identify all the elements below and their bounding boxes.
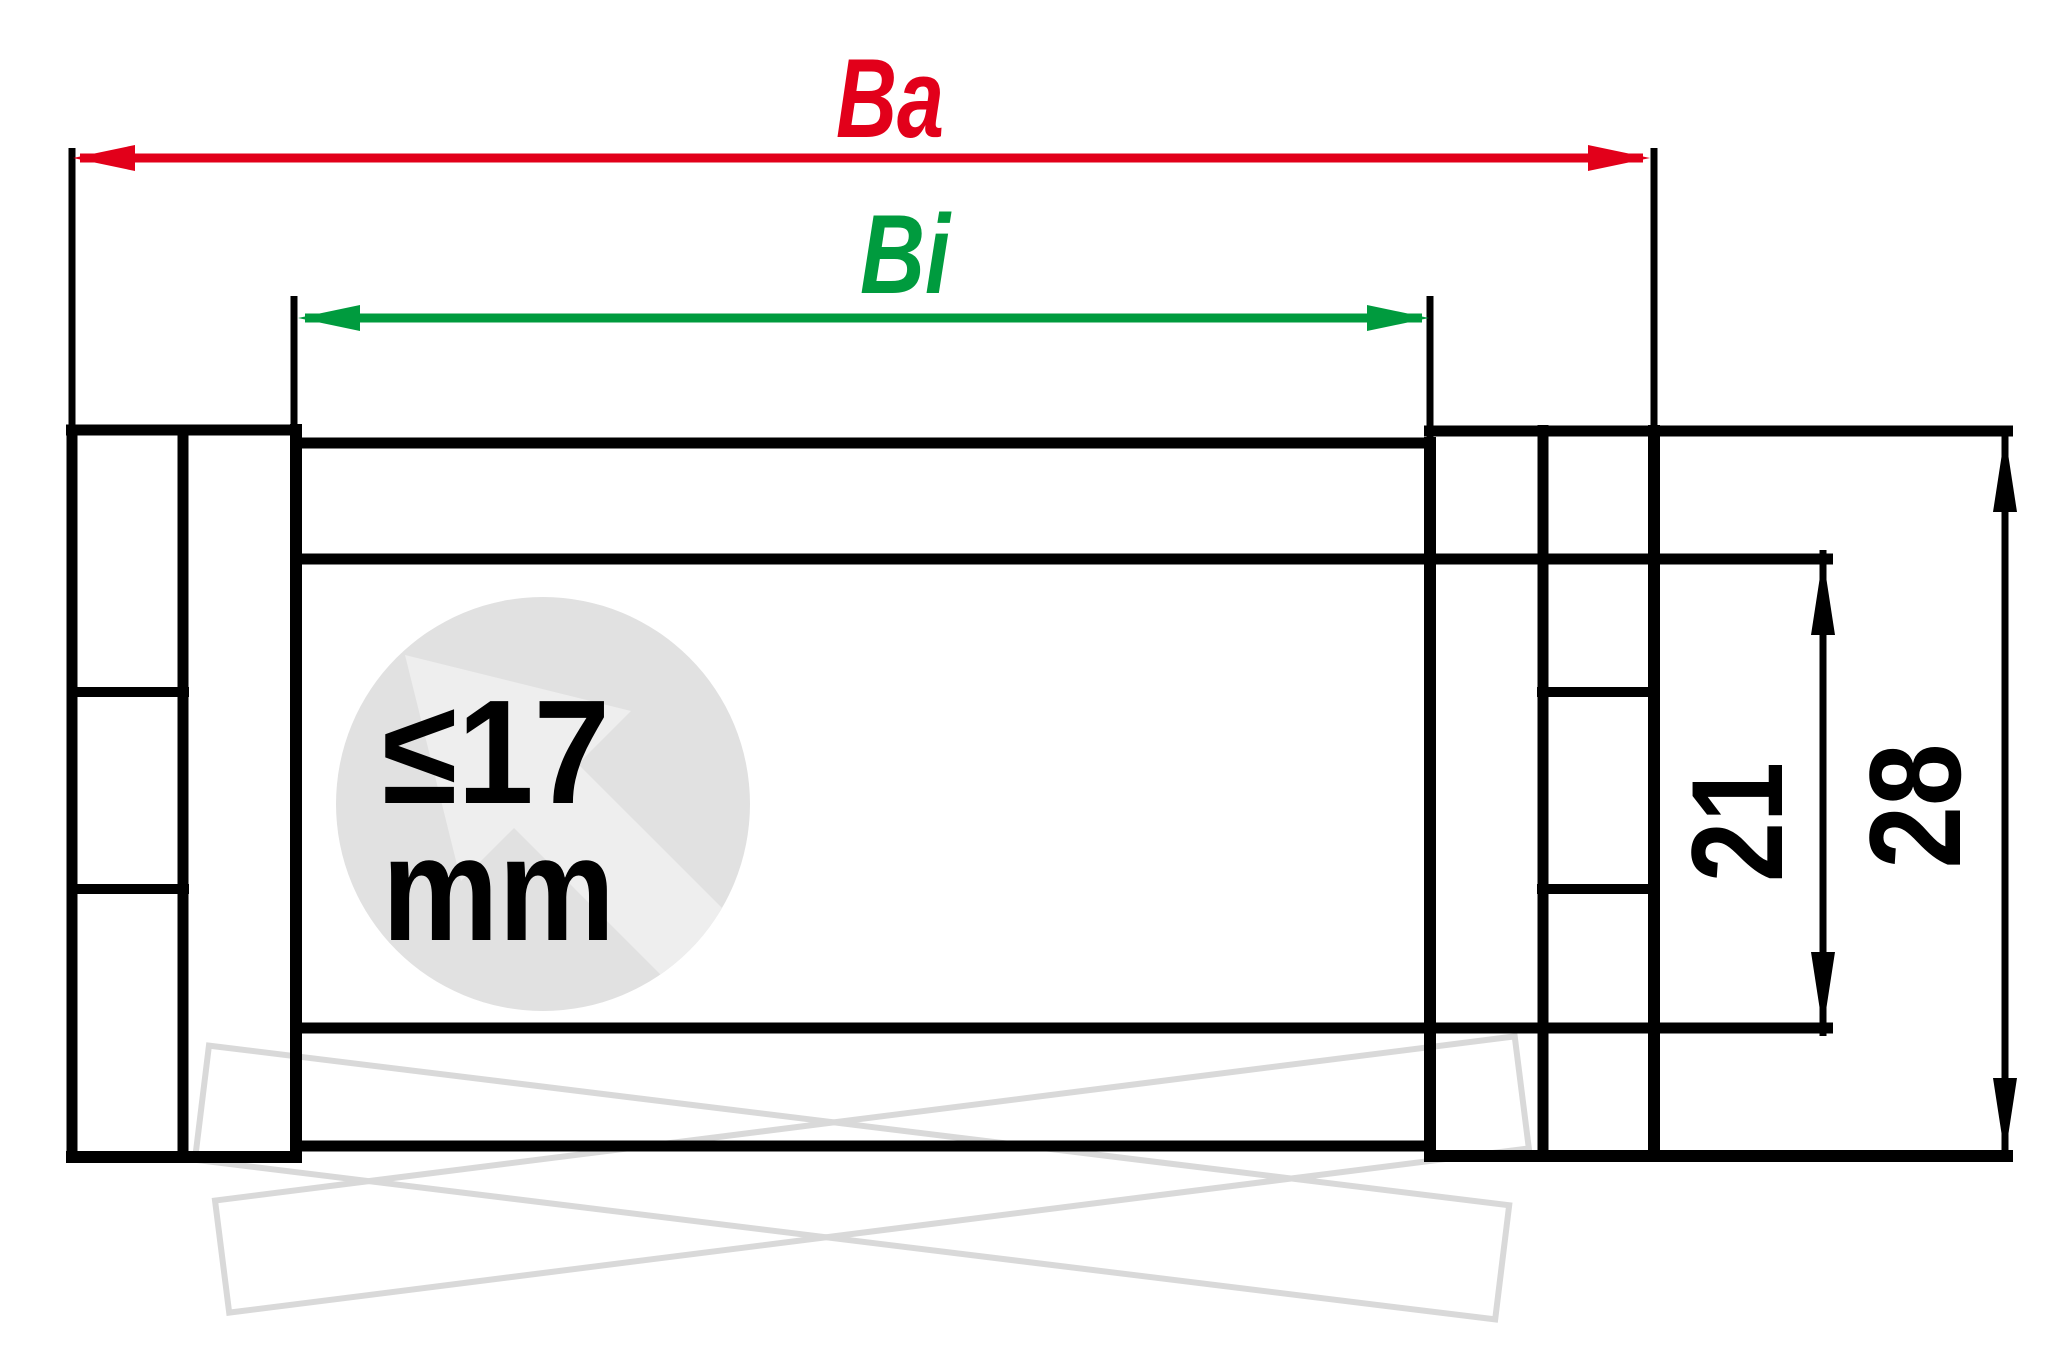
dim21-value-label: 21: [1664, 762, 1810, 882]
ba-arrowhead-left-icon: [73, 145, 135, 171]
carrier-structure: [66, 424, 2013, 1163]
bi-dimension-label: Bi: [860, 192, 952, 317]
dim28-arrowhead-down-icon: [1993, 1078, 2017, 1156]
dimension-outer-width: Ba: [73, 36, 1650, 171]
watermark-plate-ascending: [211, 1033, 1533, 1317]
watermark-plate-descending: [191, 1042, 1513, 1323]
watermark-link-plates: [191, 1033, 1533, 1323]
dimension-inner-width: Bi: [298, 192, 1429, 331]
extension-lines: [68, 148, 1658, 440]
dimension-inner-height: 21: [1664, 550, 1835, 1036]
badge-capacity-unit: mm: [382, 807, 615, 972]
dim21-arrowhead-down-icon: [1811, 952, 1835, 1030]
dimension-overall-height: 28: [1842, 428, 2017, 1162]
ba-dimension-label: Ba: [836, 36, 944, 161]
cable-capacity-badge: ≤17 mm: [336, 597, 750, 1011]
bi-arrowhead-left-icon: [298, 305, 360, 331]
dim28-value-label: 28: [1842, 744, 1988, 869]
dim28-arrowhead-up-icon: [1993, 434, 2017, 512]
badge-capacity-value: ≤17: [382, 670, 610, 835]
bi-arrowhead-right-icon: [1367, 305, 1429, 331]
ba-arrowhead-right-icon: [1588, 145, 1650, 171]
dim21-arrowhead-up-icon: [1811, 557, 1835, 635]
